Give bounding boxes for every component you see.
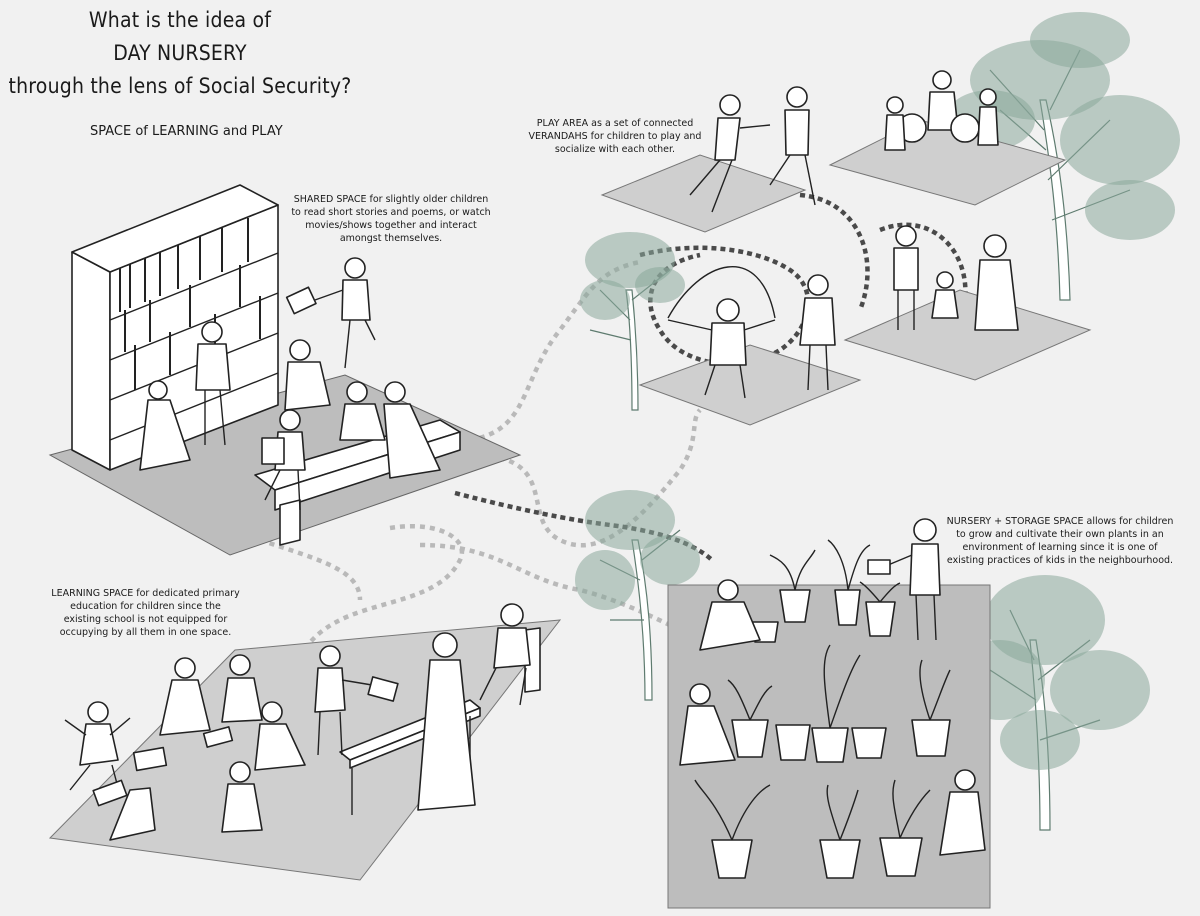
learning-note-line: LEARNING SPACE for dedicated primary bbox=[51, 588, 240, 599]
tree-bottom-right bbox=[955, 575, 1150, 831]
learning-space-note: LEARNING SPACE for dedicated primary edu… bbox=[48, 587, 243, 639]
family-walking-figures bbox=[893, 225, 1019, 331]
title-line-1: What is the idea of bbox=[88, 8, 272, 32]
child-reading-figure bbox=[261, 409, 306, 511]
plant-pots bbox=[711, 589, 951, 879]
tree-mid-left bbox=[580, 232, 685, 411]
learning-note-line: education for children since the bbox=[70, 601, 221, 612]
students-figures bbox=[64, 645, 399, 841]
nursery-note-line: environment of learning since it is one … bbox=[962, 542, 1158, 553]
title-line-2: DAY NURSERY bbox=[113, 41, 247, 65]
nursery-note: NURSERY + STORAGE SPACE allows for child… bbox=[945, 515, 1175, 567]
title-line-3: through the lens of Social Security? bbox=[8, 74, 352, 98]
learning-note-line: occupying by all them in one space. bbox=[59, 627, 232, 638]
tree-top-right bbox=[945, 12, 1180, 301]
children-group-figures bbox=[284, 339, 441, 479]
shared-space-note: SHARED SPACE for slightly older children… bbox=[286, 193, 496, 245]
tree-bottom-middle bbox=[575, 490, 700, 701]
seated-adult-figure bbox=[479, 603, 531, 706]
child-at-shelf-figure bbox=[195, 321, 231, 446]
play-area-note: PLAY AREA as a set of connected VERANDAH… bbox=[525, 117, 705, 156]
nursery-area bbox=[667, 518, 991, 909]
shared-note-line: SHARED SPACE for slightly older children bbox=[293, 194, 489, 205]
nursery-note-line: existing practices of kids in the neighb… bbox=[946, 555, 1174, 566]
child-with-book-figure bbox=[285, 257, 376, 369]
subtitle: SPACE of LEARNING and PLAY bbox=[90, 124, 283, 139]
play-area bbox=[600, 70, 1092, 426]
learning-space-area bbox=[48, 603, 562, 881]
gardening-figures bbox=[679, 579, 986, 856]
jump-rope-children-figures bbox=[667, 266, 836, 399]
plant-leaves bbox=[694, 539, 951, 841]
title-block: What is the idea of DAY NURSERY through … bbox=[0, 4, 360, 103]
nursery-note-line: to grow and cultivate their own plants i… bbox=[956, 529, 1164, 540]
play-note-line: socialize with each other. bbox=[554, 144, 676, 155]
shared-note-line: amongst themselves. bbox=[339, 233, 443, 244]
child-watering-figure bbox=[867, 518, 941, 641]
play-note-line: PLAY AREA as a set of connected bbox=[536, 118, 694, 129]
shared-note-line: movies/shows together and interact bbox=[305, 220, 477, 231]
learning-note-line: existing school is not equipped for bbox=[63, 614, 228, 625]
teacher-figure bbox=[417, 632, 476, 811]
shared-note-line: to read short stories and poems, or watc… bbox=[291, 207, 491, 218]
play-note-line: VERANDAHS for children to play and bbox=[528, 131, 702, 142]
children-with-balls-figures bbox=[884, 70, 999, 151]
running-children-figures bbox=[689, 86, 816, 213]
shared-space-area bbox=[48, 184, 522, 556]
woman-sitting-figure bbox=[139, 380, 191, 471]
nursery-note-line: NURSERY + STORAGE SPACE allows for child… bbox=[946, 516, 1174, 527]
